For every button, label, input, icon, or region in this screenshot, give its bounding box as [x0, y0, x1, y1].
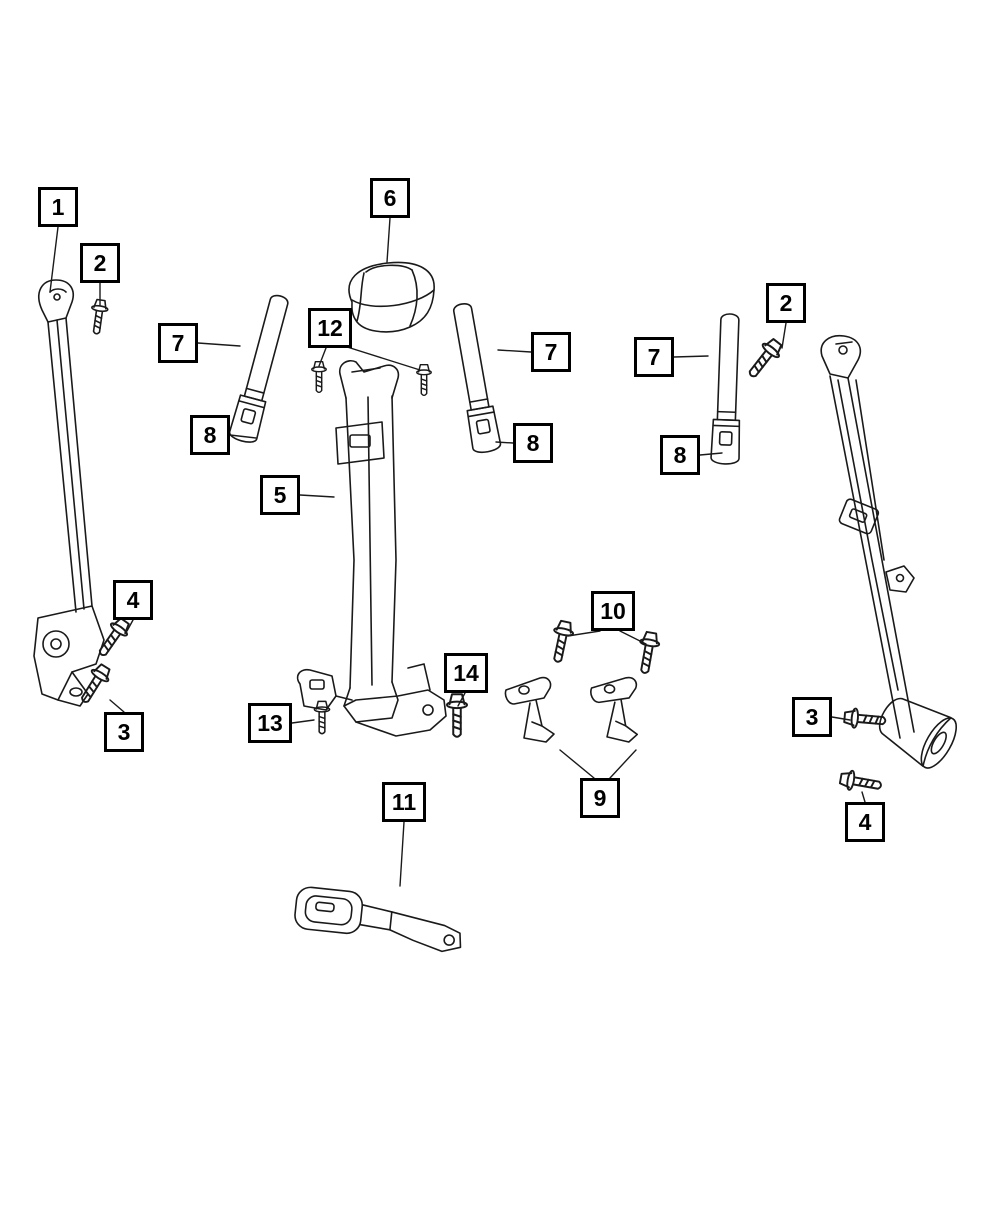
callout-10[interactable]: 10 [591, 591, 635, 631]
callout-11[interactable]: 11 [382, 782, 426, 822]
screws-12-drawing [311, 360, 432, 397]
callout-9[interactable]: 9 [580, 778, 620, 818]
center-belt-strap-drawing [447, 300, 503, 455]
center-buckle-drawing [294, 886, 462, 953]
anchor-bracket-pair-drawing [504, 674, 641, 744]
callout-8-left[interactable]: 8 [190, 415, 230, 455]
bolt-4-right-drawing [838, 768, 884, 797]
callout-7-right[interactable]: 7 [634, 337, 674, 377]
callout-4-left[interactable]: 4 [113, 580, 153, 620]
right-belt-strap-drawing [710, 312, 745, 466]
leader-lines [49, 217, 866, 887]
bolt-14-drawing [446, 693, 468, 738]
bolt-4-left-drawing [92, 614, 134, 662]
callout-7-left[interactable]: 7 [158, 323, 198, 363]
callout-2-left[interactable]: 2 [80, 243, 120, 283]
bolt-2-right-drawing [742, 334, 787, 383]
left-belt-strap-drawing [227, 291, 295, 446]
callout-1[interactable]: 1 [38, 187, 78, 227]
callout-14[interactable]: 14 [444, 653, 488, 693]
callout-8-center[interactable]: 8 [513, 423, 553, 463]
callout-7-center[interactable]: 7 [531, 332, 571, 372]
bolt-2-left-drawing [87, 298, 110, 336]
callout-3-left[interactable]: 3 [104, 712, 144, 752]
callout-13[interactable]: 13 [248, 703, 292, 743]
left-seatbelt-retractor-drawing [33, 279, 105, 707]
callout-12[interactable]: 12 [308, 308, 352, 348]
callout-8-right[interactable]: 8 [660, 435, 700, 475]
callout-5[interactable]: 5 [260, 475, 300, 515]
callout-2-right[interactable]: 2 [766, 283, 806, 323]
callout-6[interactable]: 6 [370, 178, 410, 218]
callout-4-right[interactable]: 4 [845, 802, 885, 842]
screw-13-drawing [313, 700, 331, 735]
center-seatbelt-drawing [296, 359, 447, 737]
belt-guide-cover-drawing [348, 261, 435, 333]
callout-3-right[interactable]: 3 [792, 697, 832, 737]
right-seatbelt-retractor-drawing [820, 334, 958, 769]
